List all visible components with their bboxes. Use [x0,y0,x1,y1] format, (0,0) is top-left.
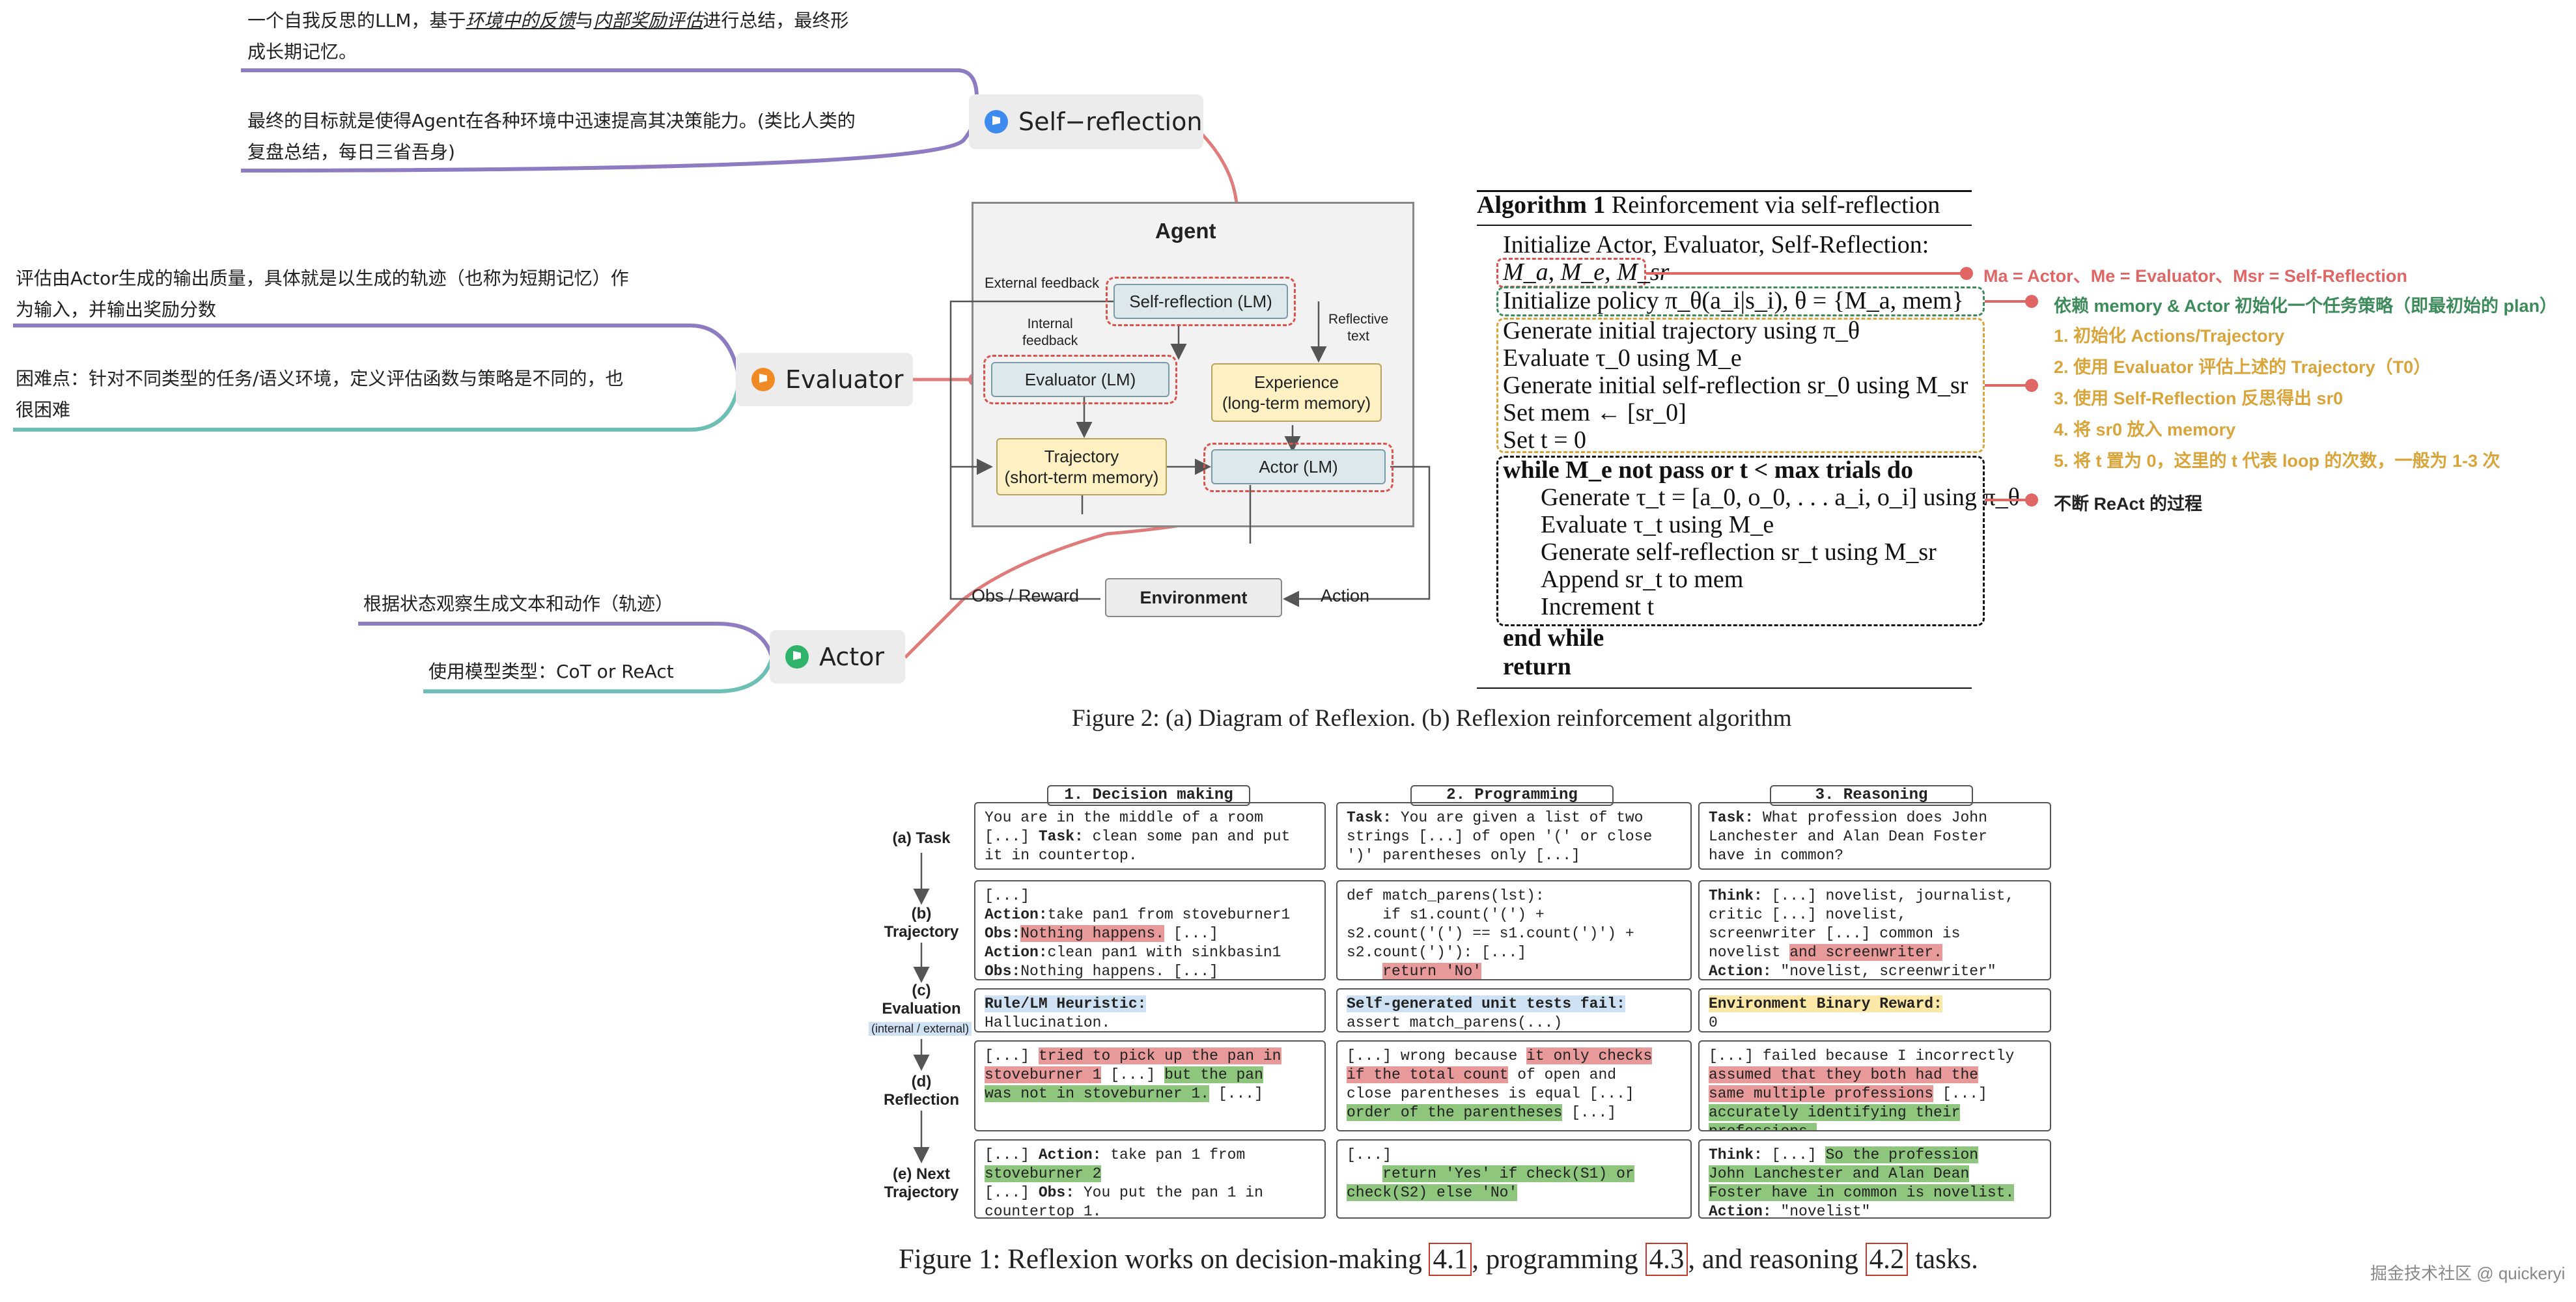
step-2: 2. 使用 Evaluator 评估上述的 Trajectory（T0） [2054,357,2431,377]
evaluation-cell-reasoning: Environment Binary Reward: 0 [1698,988,2051,1032]
init-steps-highlight [1496,318,1985,453]
flag-icon [751,368,775,391]
algo-line-1: Initialize Actor, Evaluator, Self-Reflec… [1503,231,1929,258]
evaluator-note-2: 困难点：针对不同类型的任务/语义环境，定义评估函数与策略是不同的，也很困难 [16,368,624,421]
actor-highlight [1203,443,1393,492]
next-trajectory-cell-reasoning: Think: [...] So the profession John Lanc… [1698,1139,2051,1219]
action-label: Action [1321,586,1370,605]
algo-line-13: Append sr_t to mem [1541,566,1744,593]
step-1: 1. 初始化 Actions/Trajectory [2054,326,2285,346]
actor-note-2: 使用模型类型：CoT or ReAct [428,661,674,682]
section-ref-4-1[interactable]: 4.1 [1429,1243,1472,1276]
algo-line-12: Generate self-reflection sr_t using M_sr [1541,538,1937,566]
environment-box: Environment [1105,578,1282,617]
flag-icon [985,110,1008,133]
algo-top-rule [1477,190,1972,192]
next-trajectory-cell-programming: [...] return 'Yes' if check(S1) or check… [1336,1139,1692,1219]
experience-box: Experience(long-term memory) [1211,363,1382,422]
external-feedback-label: External feedback [985,275,1100,291]
row-label-task: (a) Task [892,829,951,847]
reflection-cell-reasoning: [...] failed because I incorrectly assum… [1698,1040,2051,1131]
evaluation-cell-programming: Self-generated unit tests fail: assert m… [1336,988,1692,1032]
actor-node[interactable]: Actor [770,630,905,684]
loop-highlight [1496,456,1985,626]
algo-line-2: M_a, M_e, M_sr [1503,258,1670,286]
row-label-reflection: (d)Reflection [883,1073,959,1109]
algo-line-3: Initialize policy π_θ(a_i|s_i), θ = {M_a… [1503,287,1964,314]
algo-line-15: end while [1503,624,1604,652]
algo-line-8: Set t = 0 [1503,426,1587,454]
step-3: 3. 使用 Self-Reflection 反思得出 sr0 [2054,389,2344,408]
algo-line-5: Evaluate τ_0 using M_e [1503,344,1742,372]
section-ref-4-2[interactable]: 4.2 [1865,1243,1909,1276]
algo-title: Algorithm 1 Reinforcement via self-refle… [1477,191,1940,219]
figure-1-caption: Figure 1: Reflexion works on decision-ma… [899,1243,1978,1276]
evaluation-cell-decision: Rule/LM Heuristic: Hallucination. [974,988,1326,1032]
trajectory-cell-reasoning: Think: [...] novelist, journalist, criti… [1698,880,2051,980]
loop-annotation: 不断 ReAct 的过程 [2054,494,2203,514]
self-reflection-note-2: 最终的目标就是使得Agent在各种环境中迅速提高其决策能力。(类比人类的复盘总结… [247,110,856,163]
evaluator-lm-box: Evaluator (LM) [991,362,1169,397]
algo-title-rule [1477,225,1972,226]
algo-line-10: Generate τ_t = [a_0, o_0, . . . a_i, o_i… [1541,484,2020,511]
algo-line-9: while M_e not pass or t < max trials do [1503,456,1913,484]
algo-line-14: Increment t [1541,593,1655,620]
step-5: 5. 将 t 置为 0，这里的 t 代表 loop 的次数，一般为 1-3 次 [2054,451,2500,471]
watermark: 掘金技术社区 @ quickeryi [2370,1264,2566,1283]
row-label-trajectory: (b)Trajectory [884,905,959,941]
obs-reward-label: Obs / Reward [972,586,1080,605]
trajectory-box: Trajectory(short-term memory) [996,438,1167,495]
step-4: 4. 将 sr0 放入 memory [2054,420,2236,439]
algo-line-6: Generate initial self-reflection sr_0 us… [1503,372,1968,399]
reflection-cell-programming: [...] wrong because it only checks if th… [1336,1040,1692,1131]
reflection-cell-decision: [...] tried to pick up the pan in stoveb… [974,1040,1326,1131]
algo-line-4: Generate initial trajectory using π_θ [1503,317,1860,344]
task-cell-reasoning: Task: What profession does John Lanchest… [1698,802,2051,870]
figure-2-caption: Figure 2: (a) Diagram of Reflexion. (b) … [1072,705,1792,732]
self-reflection-lm-box: Self-reflection (LM) [1113,284,1288,319]
self-reflection-highlight [1106,277,1296,326]
policy-highlight [1496,286,1985,316]
trajectory-cell-decision: [...] Action:take pan1 from stoveburner1… [974,880,1326,980]
task-cell-programming: Task: You are given a list of two string… [1336,802,1692,870]
algo-line-16: return [1503,653,1571,680]
self-reflection-note-1: 一个自我反思的LLM，基于环境中的反馈与内部奖励评估进行总结，最终形成长期记忆。 [247,10,849,62]
flag-icon [785,645,809,669]
algo-line-7: Set mem ← [sr_0] [1503,399,1687,426]
algo-line-11: Evaluate τ_t using M_e [1541,511,1774,538]
evaluation-type-badge: (internal / external) [869,1022,972,1036]
evaluator-highlight [983,355,1177,404]
section-ref-4-3[interactable]: 4.3 [1645,1243,1688,1276]
trajectory-cell-programming: def match_parens(lst): if s1.count('(') … [1336,880,1692,980]
task-cell-decision: You are in the middle of a room [...] Ta… [974,802,1326,870]
evaluator-note-1: 评估由Actor生成的输出质量，具体就是以生成的轨迹（也称为短期记忆）作为输入，… [16,268,629,320]
models-annotation: Ma = Actor、Me = Evaluator、Msr = Self-Ref… [1983,266,2407,286]
policy-annotation: 依赖 memory & Actor 初始化一个任务策略（即最初始的 plan） [2054,296,2558,316]
next-trajectory-cell-decision: [...] Action: take pan 1 from stoveburne… [974,1139,1326,1219]
evaluator-node[interactable]: Evaluator [736,353,913,406]
actor-lm-box: Actor (LM) [1211,449,1386,484]
agent-title: Agent [1155,219,1216,243]
algo-bottom-rule [1477,687,1972,689]
actor-note-1: 根据状态观察生成文本和动作（轨迹） [363,593,674,615]
self-reflection-node[interactable]: Self−reflection [969,94,1203,149]
row-label-evaluation: (c)Evaluation [882,982,961,1018]
